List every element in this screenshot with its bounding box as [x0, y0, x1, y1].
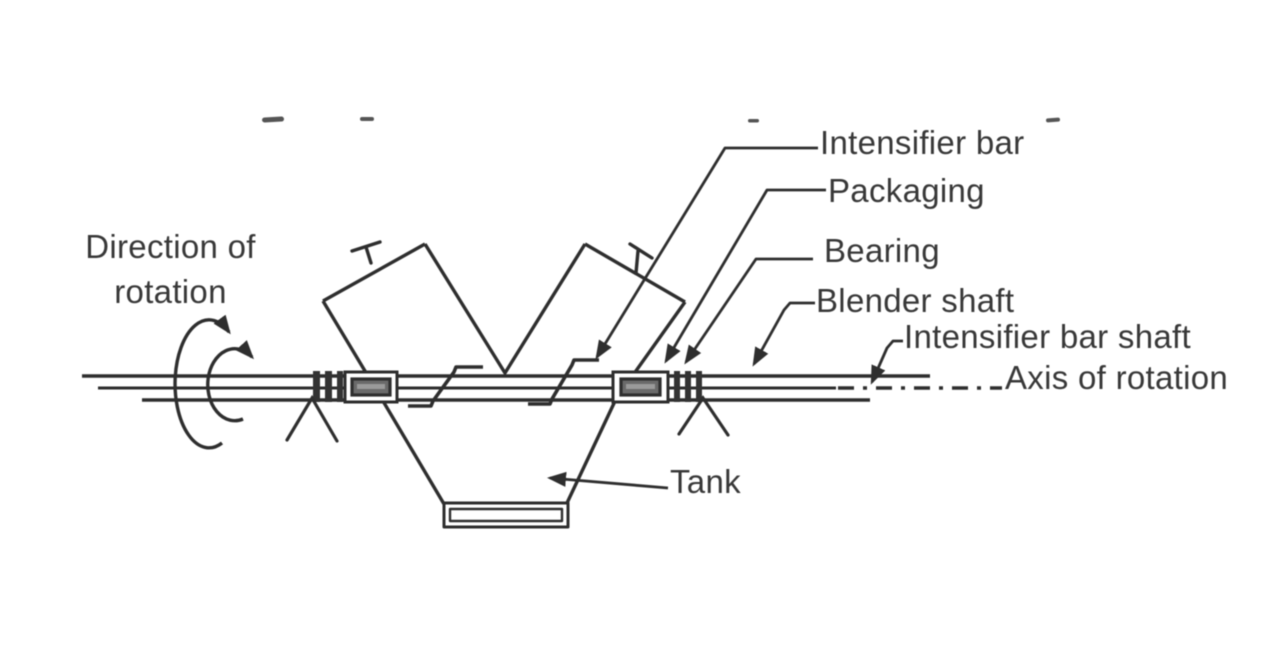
intensifier-bar-blade-left — [408, 365, 483, 408]
right-bearing — [611, 370, 670, 404]
right-packing-gland — [674, 371, 702, 402]
tank-leader — [547, 471, 669, 490]
crop-artifact-marks — [262, 116, 1060, 123]
left-support-legs — [285, 394, 339, 443]
label-intensifier-bar-shaft: Intensifier bar shaft — [904, 318, 1191, 355]
label-intensifier-bar: Intensifier bar — [820, 124, 1025, 161]
intensifier-bar-leader — [595, 146, 818, 360]
left-bearing — [343, 370, 399, 404]
intensifier-bar-shaft-leader — [870, 339, 903, 385]
right-arm-cap — [628, 242, 654, 275]
left-packing-gland — [313, 371, 343, 402]
label-tank: Tank — [670, 463, 741, 500]
label-blender-shaft: Blender shaft — [816, 282, 1015, 319]
label-packaging: Packaging — [828, 172, 985, 209]
blender-shaft-leader — [752, 301, 815, 367]
right-support-legs — [677, 395, 730, 437]
label-bearing: Bearing — [824, 232, 940, 269]
intensifier-bar-blade-right — [528, 358, 599, 406]
bearing-leader — [684, 257, 813, 365]
left-arm-cap — [350, 240, 382, 265]
label-direction-of-rotation: Direction of rotation — [85, 228, 256, 310]
tank-outlet-flange — [442, 501, 570, 529]
label-axis-of-rotation: Axis of rotation — [1005, 359, 1229, 396]
packaging-leader — [664, 188, 826, 364]
direction-of-rotation-arrows — [173, 314, 255, 450]
